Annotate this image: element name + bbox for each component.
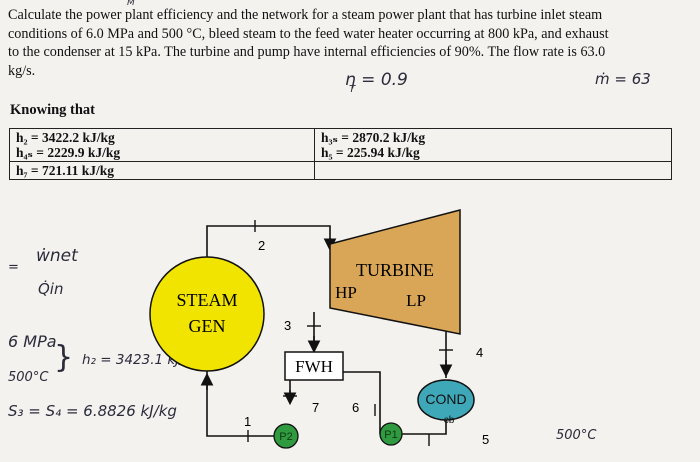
h7-value: h₇ = 721.11 kJ/kg bbox=[16, 163, 115, 178]
problem-line-1-text: Calculate the power plant efficiency and… bbox=[8, 7, 603, 23]
state-2-label: 2 bbox=[258, 238, 265, 253]
feed-water-heater bbox=[284, 351, 344, 381]
right-temperature-note: 500°C bbox=[556, 428, 597, 443]
pipe-2 bbox=[206, 225, 331, 258]
pump-p2 bbox=[273, 423, 299, 449]
condenser bbox=[417, 379, 475, 421]
wnet-note: ẇnet bbox=[36, 246, 78, 266]
steam-gen-label-2: GEN bbox=[189, 316, 226, 336]
mass-flow-note: ṁ = 63 bbox=[595, 70, 651, 88]
p1-label: P1 bbox=[384, 429, 397, 441]
state-5-label: 5 bbox=[482, 432, 489, 447]
cb-label: cb bbox=[444, 415, 455, 426]
cond-label: COND bbox=[425, 391, 466, 407]
brace-note: } bbox=[54, 340, 74, 375]
state-6-label: 6 bbox=[352, 400, 359, 415]
given-values-table: h₂ = 3422.2 kJ/kg h₄ₛ = 2229.9 kJ/kg h₃ₛ… bbox=[9, 128, 672, 180]
problem-line-2: conditions of 6.0 MPa and 500 °C, bleed … bbox=[8, 25, 609, 42]
given-left-cell: h₂ = 3422.2 kJ/kg h₄ₛ = 2229.9 kJ/kg bbox=[9, 128, 315, 162]
table-row: h₇ = 721.11 kJ/kg bbox=[9, 161, 672, 180]
steam-generator bbox=[149, 256, 265, 372]
pump-p1 bbox=[379, 422, 403, 446]
pipe-1 bbox=[206, 370, 274, 437]
lp-label: LP bbox=[406, 291, 426, 310]
h5-value: h₅ = 225.94 kJ/kg bbox=[321, 145, 420, 160]
given-right-cell: h₃ₛ = 2870.2 kJ/kg h₅ = 225.94 kJ/kg bbox=[314, 128, 672, 162]
eta-note: η = 0.9 bbox=[345, 70, 408, 90]
table-row: h₂ = 3422.2 kJ/kg h₄ₛ = 2229.9 kJ/kg h₃ₛ… bbox=[9, 128, 672, 162]
state-7-label: 7 bbox=[312, 400, 319, 415]
problem-line-3: to the condenser at 15 kPa. The turbine … bbox=[8, 44, 606, 60]
fwh-label: FWH bbox=[295, 357, 333, 376]
state-1-label: 1 bbox=[244, 414, 251, 429]
h4s-value: h₄ₛ = 2229.9 kJ/kg bbox=[16, 145, 121, 160]
h2-value: h₂ = 3422.2 kJ/kg bbox=[16, 130, 115, 145]
qin-note: Q̇in bbox=[38, 280, 64, 298]
h7-cell: h₇ = 721.11 kJ/kg bbox=[9, 161, 315, 180]
eta-subscript: T bbox=[349, 84, 356, 95]
h3s-value: h₃ₛ = 2870.2 kJ/kg bbox=[321, 130, 426, 145]
p2-label: P2 bbox=[279, 431, 292, 443]
temperature-note: 500°C bbox=[8, 370, 49, 385]
problem-line-1: Calculate the power plant efficiency and… bbox=[8, 6, 694, 25]
steam-gen-label-1: STEAM bbox=[176, 290, 237, 310]
equals-note: = bbox=[8, 260, 19, 275]
pipe-5 bbox=[402, 418, 447, 435]
empty-cell bbox=[314, 161, 672, 180]
turbine bbox=[329, 209, 461, 335]
problem-line-4: kg/s. bbox=[8, 62, 36, 79]
pressure-note: 6 MPa bbox=[8, 332, 57, 351]
eta-superscript: M bbox=[127, 0, 135, 8]
entropy-note: S₃ = S₄ = 6.8826 kJ/kg bbox=[8, 402, 177, 420]
pipe-6 bbox=[343, 371, 381, 434]
problem-statement: Calculate the power plant efficiency and… bbox=[8, 6, 694, 80]
state-3-label: 3 bbox=[284, 318, 291, 333]
turbine-label: TURBINE bbox=[356, 260, 434, 280]
knowing-that-heading: Knowing that bbox=[10, 102, 96, 118]
hp-label: HP bbox=[335, 283, 357, 302]
eta-note-text: η = 0.9 bbox=[345, 70, 408, 90]
state-4-label: 4 bbox=[476, 345, 483, 360]
